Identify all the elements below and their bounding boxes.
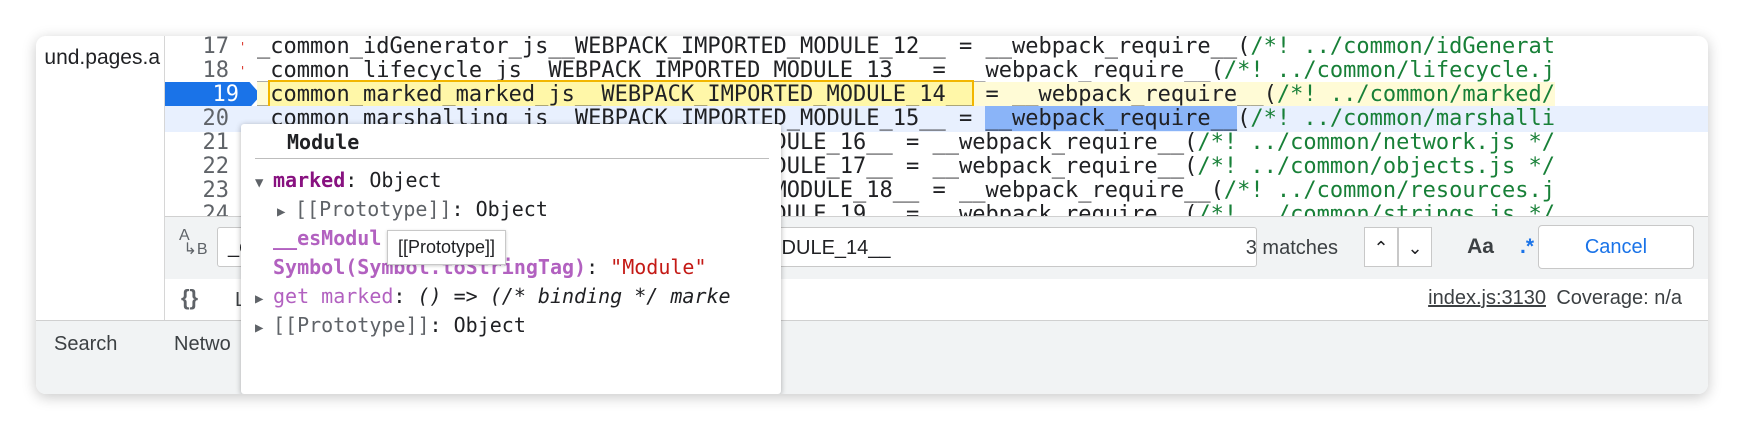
code-comment: /*! ../common/resources.j — [1223, 178, 1556, 203]
code-comment: /*! ../common/objects.js */ — [1197, 154, 1556, 179]
coverage-status: Coverage: n/a — [1556, 287, 1682, 309]
divider — [255, 158, 769, 159]
code-text: = __webpack_require__( — [972, 82, 1277, 107]
property-row-esmodule[interactable]: __esModul — [273, 226, 381, 250]
property-row-prototype[interactable]: ▶ [[Prototype]]: Object — [277, 197, 548, 221]
collapsed-triangle-icon[interactable]: ▶ — [277, 204, 286, 220]
search-match: __webpack_require__ — [985, 106, 1238, 131]
tooltip: [[Prototype]] — [387, 230, 507, 265]
property-value: () => (/* binding */ marke — [417, 284, 731, 308]
tab-search[interactable]: Search — [54, 333, 118, 355]
pretty-print-icon[interactable]: {} — [181, 285, 199, 310]
property-key: [[Prototype]] — [295, 197, 452, 221]
breakpoint-marker-icon: ' — [239, 64, 247, 78]
property-row-getter[interactable]: ▶get marked: () => (/* binding */ marke — [255, 284, 731, 308]
cancel-button[interactable]: Cancel — [1538, 225, 1694, 269]
property-value: : Object — [429, 313, 526, 337]
property-key: get marked — [273, 284, 394, 308]
match-count: 3 matches — [1245, 237, 1338, 259]
code-text: _common_idGenerator_js__WEBPACK_IMPORTED… — [257, 36, 1251, 59]
line-number[interactable]: 18 — [202, 58, 230, 83]
code-line[interactable]: 17 ' _common_idGenerator_js__WEBPACK_IMP… — [165, 36, 1708, 60]
code-line[interactable]: 18 ' _common_lifecycle_js__WEBPACK_IMPOR… — [165, 58, 1708, 84]
previous-match-button[interactable]: ⌃ — [1364, 227, 1398, 267]
property-key: [[Prototype]] — [273, 313, 430, 337]
line-number[interactable]: 20 — [202, 106, 230, 131]
property-key: __esModul — [273, 226, 382, 250]
property-value: "Module" — [610, 255, 707, 279]
code-line-paused[interactable]: 19 _common_marked_marked_js__WEBPACK_IMP… — [165, 80, 1708, 109]
line-number: 19 — [212, 82, 240, 107]
code-comment: /*! ../common/marked/ — [1276, 82, 1556, 107]
popover-title: Module — [287, 130, 360, 154]
collapsed-triangle-icon[interactable]: ▶ — [255, 320, 264, 336]
breakpoint-line-marker[interactable]: 19 — [165, 82, 261, 108]
replace-toggle-icon[interactable]: A ↳B — [179, 227, 208, 258]
property-row-marked[interactable]: ▼ marked: Object — [255, 168, 442, 192]
line-number[interactable]: 17 — [202, 36, 230, 59]
collapsed-triangle-icon[interactable]: ▶ — [255, 291, 264, 307]
property-value: : Object — [451, 197, 548, 221]
line-number[interactable]: 21 — [202, 130, 230, 155]
code-comment: /*! ../common/network.js */ — [1197, 130, 1556, 155]
code-comment: /*! ../common/lifecycle.j — [1223, 58, 1556, 83]
chevron-down-icon: ⌄ — [1407, 238, 1423, 258]
property-row-prototype[interactable]: ▶ [[Prototype]]: Object — [255, 313, 526, 337]
code-text: _ — [257, 82, 271, 107]
expanded-triangle-icon[interactable]: ▼ — [255, 175, 264, 191]
file-tab[interactable]: und.pages.a — [44, 46, 160, 69]
hovered-identifier[interactable]: common_marked_marked_js__WEBPACK_IMPORTE… — [268, 80, 975, 109]
code-text: _common_lifecycle_js__WEBPACK_IMPORTED_M… — [257, 58, 1224, 83]
match-case-button[interactable]: Aa — [1467, 235, 1494, 258]
property-key: marked — [273, 168, 346, 192]
object-preview-popover: Module ▼marked: Object ▶[[Prototype]]: O… — [241, 124, 781, 394]
code-comment: /*! ../common/marshalli — [1250, 106, 1556, 131]
search-input-value-tail: ODULE_14__ — [766, 237, 891, 259]
file-navigator: und.pages.a — [36, 36, 165, 356]
code-comment: /*! ../common/idGenerat — [1250, 36, 1556, 59]
regex-button[interactable]: .* — [1519, 235, 1534, 258]
breakpoint-marker-icon: ' — [239, 40, 247, 54]
source-location-link[interactable]: index.js:3130 — [1428, 287, 1546, 309]
chevron-up-icon: ⌃ — [1373, 238, 1389, 258]
devtools-window: und.pages.a 17 ' _common_idGenerator_js_… — [36, 36, 1708, 394]
code-text: ( — [1237, 106, 1251, 131]
property-value: : Object — [345, 168, 442, 192]
line-number[interactable]: 22 — [202, 154, 230, 179]
line-number[interactable]: 23 — [202, 178, 230, 203]
tab-network[interactable]: Netwo — [174, 333, 231, 355]
code-line-current[interactable]: 20 _common_marshalling_js__WEBPACK_IMPOR… — [165, 106, 1708, 132]
next-match-button[interactable]: ⌄ — [1398, 227, 1432, 267]
